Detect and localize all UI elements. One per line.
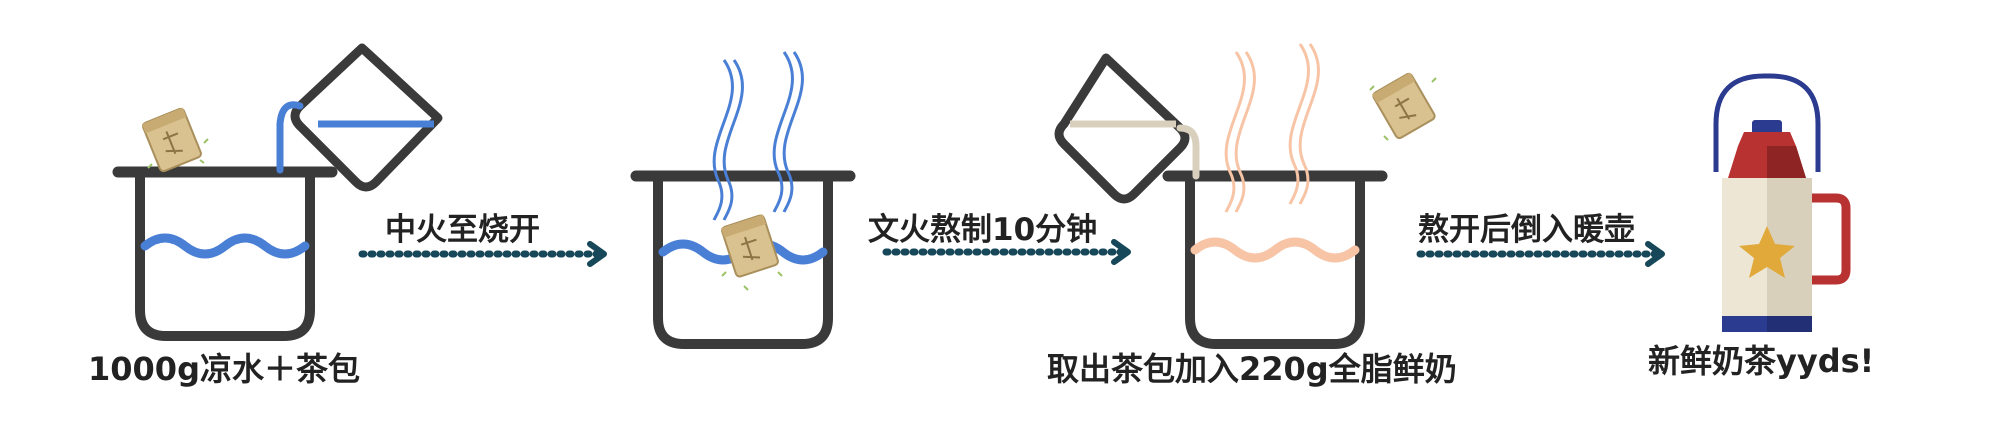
step-1-label: 1000g凉水＋茶包: [88, 350, 360, 388]
arrow-3-label: 熬开后倒入暖壶: [1418, 212, 1635, 248]
pot-2-icon: [630, 170, 856, 349]
tea-bag-2-icon: [720, 213, 780, 279]
pouring-jug-3-icon: [1054, 53, 1200, 204]
arrow-1-icon: [358, 241, 607, 267]
steam-2-icon: [712, 51, 804, 221]
milk-wave-3-icon: [1190, 237, 1360, 263]
pouring-jug-1-icon: [276, 43, 443, 192]
water-wave-1-icon: [140, 233, 310, 259]
tea-bag-1-icon: [140, 106, 204, 174]
steam-3-icon: [1224, 43, 1320, 213]
thermos-flask-icon: [1713, 73, 1851, 332]
sprinkle-1-icon: [147, 138, 209, 169]
tea-bag-3-icon: [1370, 71, 1438, 141]
pot-1-icon: [112, 166, 338, 341]
sprinkle-3-icon: [1369, 77, 1437, 141]
step-3-label: 取出茶包加入220g全脂鲜奶: [1047, 350, 1457, 388]
arrow-2-label: 文火熬制10分钟: [868, 212, 1098, 248]
arrow-3-icon: [1416, 241, 1665, 267]
arrow-1-label: 中火至烧开: [385, 212, 540, 248]
step-4-label: 新鲜奶茶yyds!: [1648, 342, 1875, 380]
star-icon: [1739, 226, 1795, 278]
pot-3-icon: [1162, 170, 1388, 349]
arrow-2-icon: [882, 239, 1131, 265]
sprinkle-2-icon: [721, 271, 783, 291]
